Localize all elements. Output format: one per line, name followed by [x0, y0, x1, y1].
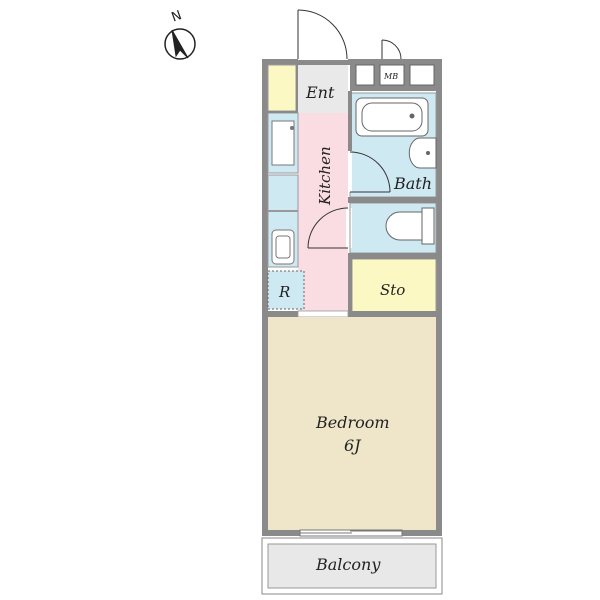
washbasin-icon — [408, 137, 437, 169]
refrigerator-space — [267, 270, 305, 310]
kitchen-label: Kitchen — [316, 146, 334, 206]
kitchen-counter — [267, 112, 299, 268]
refrigerator-label: R — [278, 283, 290, 301]
compass-north-label: N — [170, 8, 184, 25]
bedroom-floor — [268, 317, 436, 530]
wall-kitchen-bath — [348, 91, 352, 151]
shoe-closet — [267, 64, 297, 112]
entrance-label: Ent — [305, 83, 335, 102]
wall-kitchen-storage — [348, 259, 352, 313]
entrance-door — [297, 9, 348, 60]
kitchen-floor — [298, 113, 348, 311]
bedroom-label: Bedroom — [315, 413, 390, 432]
wall-kitchen-bedroom — [262, 311, 442, 317]
toilet-icon — [385, 207, 435, 245]
bedroom-size-label: 6J — [344, 436, 362, 455]
toilet-door — [307, 207, 352, 249]
wall-upper-left — [262, 111, 298, 113]
storage-label: Sto — [380, 281, 405, 299]
north-arrow-icon — [171, 29, 189, 59]
balcony-window — [299, 529, 403, 537]
wall-bath-toilet — [348, 197, 442, 203]
wall-toilet-storage — [348, 253, 442, 259]
storage-room — [351, 258, 437, 314]
compass: N — [164, 8, 196, 60]
balcony-label: Balcony — [315, 555, 381, 574]
bedroom-opening — [297, 310, 349, 318]
meter-box-area: MB — [350, 39, 442, 91]
bath-label: Bath — [393, 174, 432, 193]
bath-door — [348, 150, 391, 193]
meter-box-label: MB — [383, 72, 398, 81]
entrance-floor — [298, 65, 348, 113]
balcony — [261, 537, 443, 595]
wall-shoe-entrance — [296, 65, 298, 113]
bathtub-icon — [355, 97, 429, 137]
